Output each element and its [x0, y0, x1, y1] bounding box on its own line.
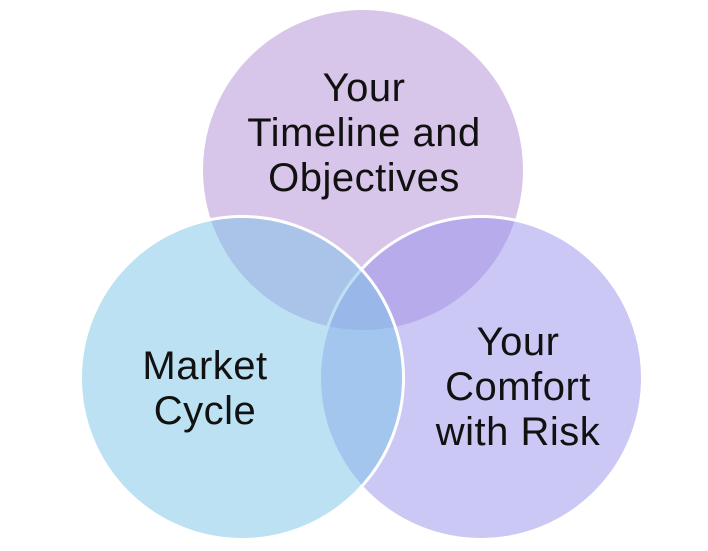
venn-circle-market	[79, 215, 405, 541]
